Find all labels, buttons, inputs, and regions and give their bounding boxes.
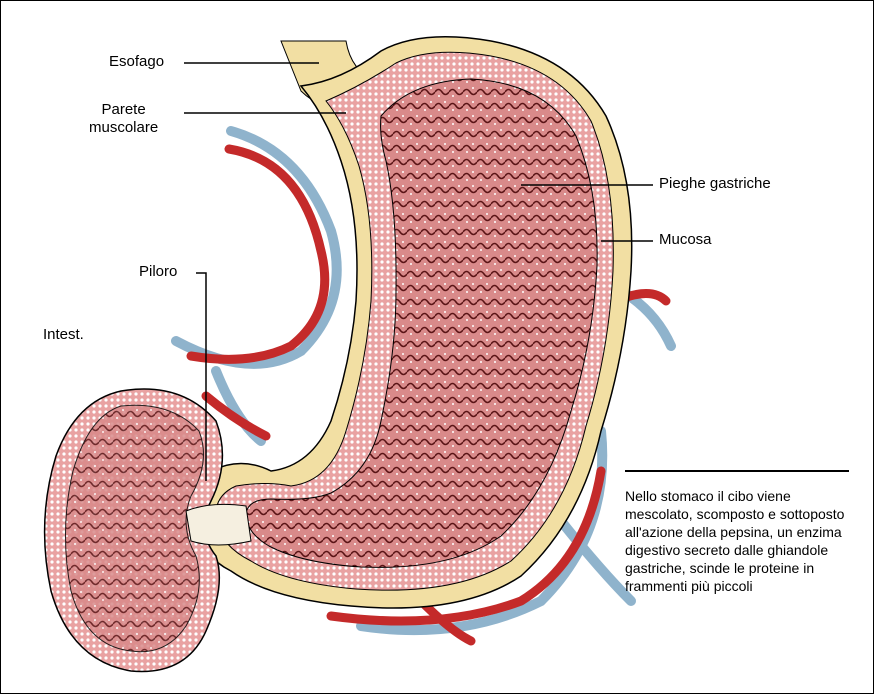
label-pieghe-gastriche: Pieghe gastriche: [659, 175, 771, 193]
caption-divider: [625, 470, 849, 472]
label-intestino: Intest.: [43, 326, 84, 344]
pylorus: [186, 504, 251, 545]
label-esofago: Esofago: [109, 53, 164, 71]
label-mucosa: Mucosa: [659, 231, 712, 249]
label-parete-muscolare: Parete muscolare: [89, 101, 158, 137]
label-piloro: Piloro: [139, 263, 177, 281]
caption-text: Nello stomaco il cibo viene mescolato, s…: [625, 487, 855, 595]
